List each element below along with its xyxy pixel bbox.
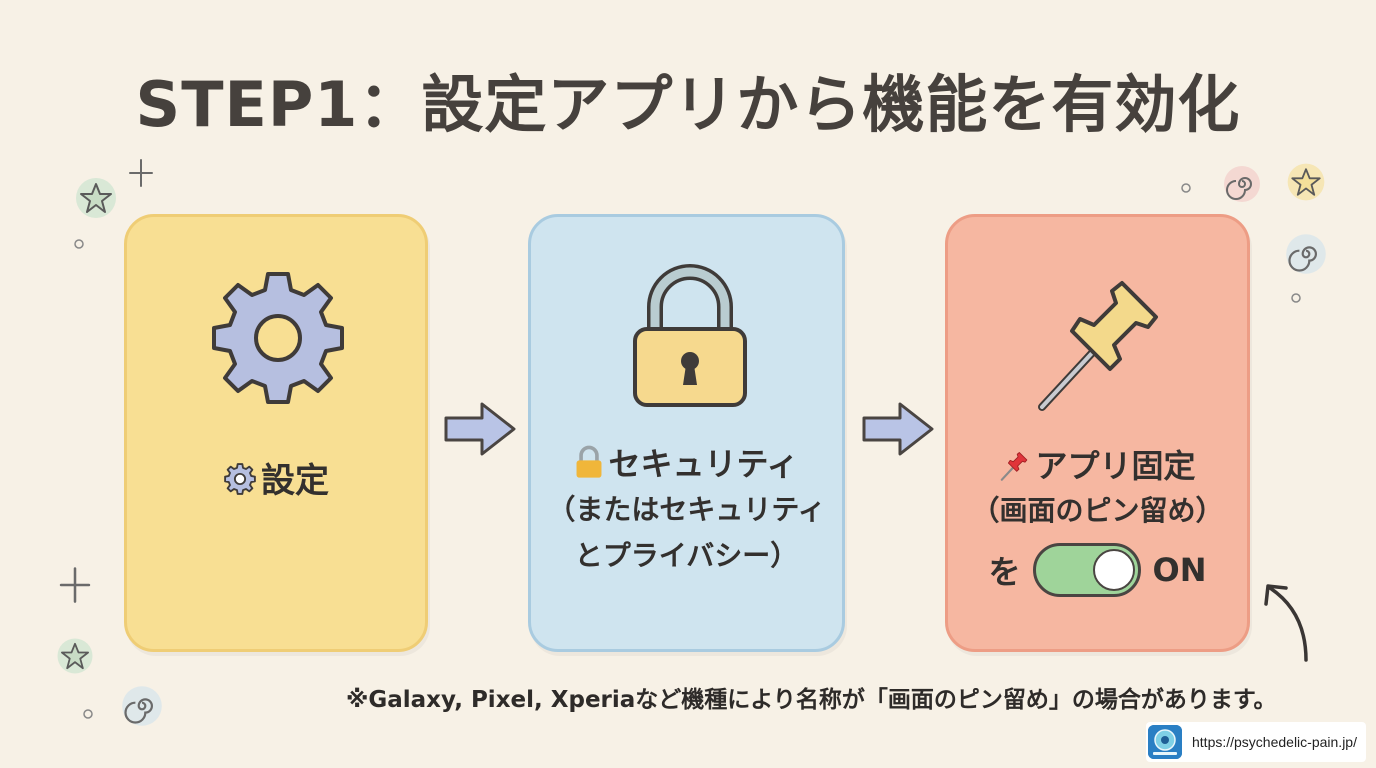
pushpin-icon [1038,281,1158,411]
lock-icon [633,264,747,407]
swirl-decoration-icon [1224,166,1260,202]
step-sublabel-line: とプライバシー） [574,539,799,572]
dot-decoration-icon [74,239,84,249]
app-pinning-toggle[interactable] [1032,543,1141,597]
step-label-app-pinning: アプリ固定 [948,441,1247,487]
sparkle-decoration-icon [129,159,153,187]
lock-icon [576,445,602,478]
step-sublabel-line: （またはセキュリティ [547,493,826,526]
swirl-decoration-icon [122,686,162,726]
gear-icon [212,272,344,404]
step-label-security: セキュリティ [531,439,842,485]
gear-icon [224,463,256,495]
dot-decoration-icon [83,709,93,719]
footnote: ※Galaxy, Pixel, Xperiaなど機種により名称が「画面のピン留め… [346,687,1277,713]
star-decoration-icon [1287,163,1325,201]
step-label-text: 設定 [261,461,329,501]
toggle-row: を ON [948,543,1247,597]
step-label-settings: 設定 [127,453,425,502]
toggle-knob [1092,549,1135,591]
toggle-prefix: を [988,553,1021,591]
star-decoration-icon [76,178,116,218]
step-label-text: セキュリティ [608,445,799,483]
pushpin-icon [1001,452,1028,481]
step-sublabel-security: （またはセキュリティ とプライバシー） [531,487,842,579]
step-sublabel-app-pinning: （画面のピン留め） [971,494,1224,527]
source-badge[interactable]: https://psychedelic-pain.jp/ [1146,722,1366,762]
star-decoration-icon [57,638,93,674]
step-label-text: アプリ固定 [1035,447,1196,485]
site-logo-icon [1148,725,1182,759]
dot-decoration-icon [1181,183,1191,193]
arrow-right-icon [444,402,516,456]
site-logo-icon [1148,725,1182,759]
step-card-settings: 設定 [124,214,428,652]
step-card-security: セキュリティ （またはセキュリティ とプライバシー） [528,214,845,652]
page-title: STEP1：設定アプリから機能を有効化 [135,68,1241,141]
toggle-suffix: ON [1152,551,1207,589]
swirl-decoration-icon [1286,234,1326,274]
arrow-right-icon [862,402,934,456]
curved-arrow-icon [1264,584,1308,662]
step-card-app-pinning: アプリ固定 （画面のピン留め） を ON [945,214,1250,652]
sparkle-decoration-icon [59,567,91,603]
dot-decoration-icon [1291,293,1301,303]
site-url-link[interactable]: https://psychedelic-pain.jp/ [1192,734,1357,750]
